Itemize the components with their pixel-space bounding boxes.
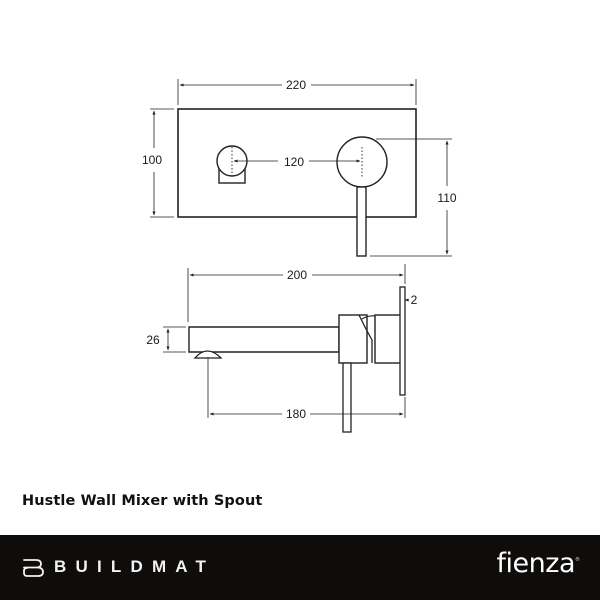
dim-spout-height: 26 bbox=[146, 333, 160, 347]
product-title: Hustle Wall Mixer with Spout bbox=[22, 493, 263, 509]
dim-plate-width: 220 bbox=[286, 78, 306, 92]
fienza-wordmark: fienza bbox=[496, 548, 576, 579]
dim-centre-distance: 120 bbox=[284, 155, 304, 169]
dim-spout-reach: 180 bbox=[286, 407, 306, 421]
lever-side bbox=[342, 362, 352, 433]
technical-drawing: 220 100 120 110 200 26 2 180 bbox=[142, 78, 457, 433]
aerator bbox=[193, 350, 223, 359]
mixer-lever bbox=[356, 186, 367, 257]
registered-mark: ® bbox=[575, 557, 580, 563]
dim-lever-drop: 110 bbox=[437, 191, 456, 205]
wall-plate bbox=[177, 108, 417, 218]
dim-overall-projection: 200 bbox=[287, 268, 307, 282]
dim-plate-height: 100 bbox=[142, 153, 162, 167]
dim-plate-thickness: 2 bbox=[411, 293, 418, 307]
footer-banner bbox=[0, 535, 600, 600]
front-view bbox=[150, 79, 452, 257]
buildmat-logo-icon bbox=[23, 559, 44, 577]
wall-plate-side bbox=[399, 286, 406, 396]
buildmat-wordmark: BUILDMAT bbox=[54, 557, 216, 576]
spout bbox=[188, 326, 340, 353]
side-view bbox=[188, 286, 406, 433]
mixer-cartridge bbox=[374, 314, 402, 364]
